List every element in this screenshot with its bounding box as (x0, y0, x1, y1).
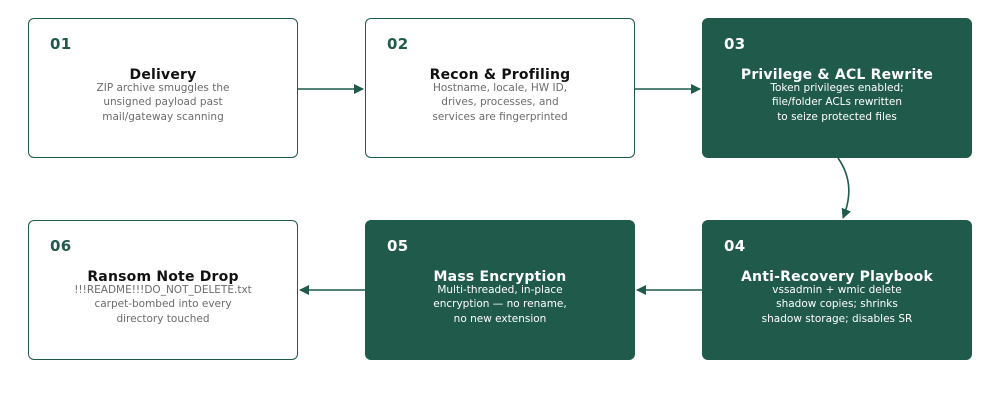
step-number: 06 (50, 237, 72, 255)
step-title: Ransom Note Drop (87, 269, 239, 285)
step-description: ZIP archive smuggles the unsigned payloa… (96, 82, 230, 123)
step-delivery: 01 Delivery ZIP archive smuggles the uns… (28, 18, 298, 158)
step-title: Privilege & ACL Rewrite (740, 67, 934, 83)
step-description: Hostname, locale, HW ID, drives, process… (432, 82, 568, 123)
step-mass-encryption: 05 Mass Encryption Multi-threaded, in-pl… (365, 220, 635, 360)
step-privilege-acl-rewrite: 03 Privilege & ACL Rewrite Token privile… (702, 18, 972, 158)
step-title: Delivery (129, 67, 197, 83)
step-ransom-note-drop: 06 Ransom Note Drop !!!README!!!DO_NOT_D… (28, 220, 298, 360)
step-title: Mass Encryption (433, 269, 567, 285)
step-number: 05 (387, 237, 409, 255)
step-number: 04 (724, 237, 746, 255)
arrow-03-to-04 (837, 157, 851, 219)
step-description: Multi-threaded, in-place encryption — no… (433, 284, 567, 325)
step-number: 03 (724, 35, 746, 53)
step-description: !!!README!!!DO_NOT_DELETE.txt carpet-bom… (74, 284, 252, 325)
step-description: Token privileges enabled; file/folder AC… (770, 82, 904, 123)
step-title: Recon & Profiling (429, 67, 571, 83)
step-number: 02 (387, 35, 409, 53)
step-anti-recovery-playbook: 04 Anti-Recovery Playbook vssadmin + wmi… (702, 220, 972, 360)
step-recon-profiling: 02 Recon & Profiling Hostname, locale, H… (365, 18, 635, 158)
step-number: 01 (50, 35, 72, 53)
step-description: vssadmin + wmic delete shadow copies; sh… (761, 284, 913, 325)
step-title: Anti-Recovery Playbook (741, 269, 933, 285)
